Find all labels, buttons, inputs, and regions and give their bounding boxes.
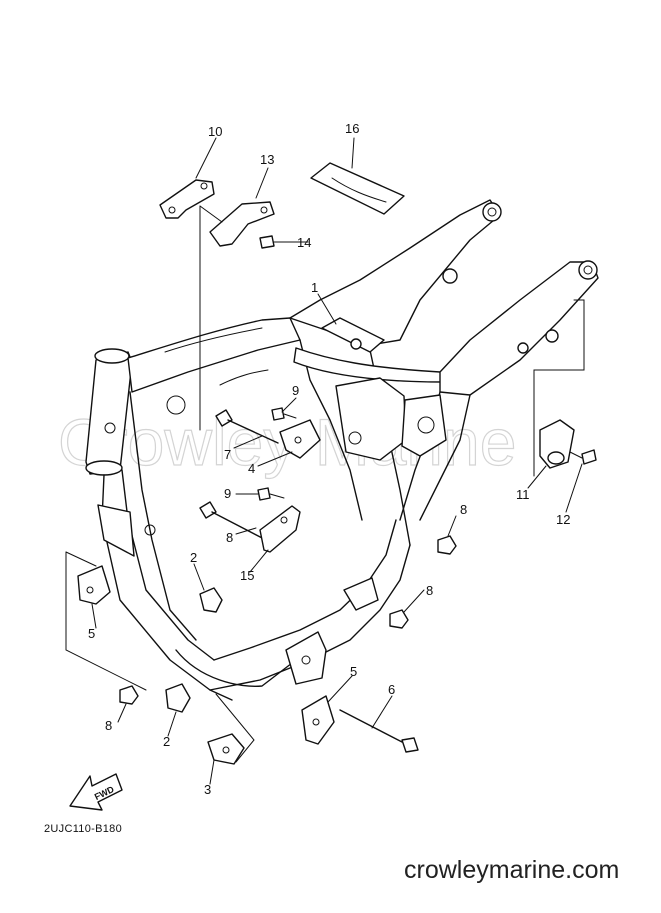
cradle-bracket: [343, 577, 379, 611]
front-gusset: [97, 504, 135, 557]
front-boss: [166, 395, 186, 415]
part-3-clamp: [207, 733, 245, 765]
callout-7-lower: 8: [226, 530, 233, 545]
part-13-bracket: [209, 201, 275, 247]
rear-down-strut-2: [419, 394, 471, 521]
part-10-bracket: [159, 179, 215, 219]
callout-14: 14: [297, 235, 311, 250]
part-15-bracket: [259, 505, 301, 553]
upper-rail-eye-hole: [487, 207, 497, 217]
gusset-hole: [144, 524, 156, 536]
backbone-slot: [219, 369, 269, 386]
callout-15: 15: [240, 568, 254, 583]
seat-rail-eye: [578, 260, 598, 280]
part-16-pad: [310, 162, 405, 215]
part-14-bolt: [259, 235, 295, 249]
part-8-nut-a: [437, 535, 457, 555]
callout-6: 6: [388, 682, 395, 697]
callout-8-b: 8: [426, 583, 433, 598]
part-6-bolt: [339, 709, 419, 753]
part-7-bolt-lower: [199, 501, 267, 541]
part-2-clamp-upper: [199, 587, 223, 613]
rail-boss: [442, 268, 458, 284]
part-7-bolt-upper: [215, 409, 279, 444]
callouts: 10 13 16 14 1 9 7 4 9 8 15 2 8 8 8 5 5 6…: [88, 121, 570, 797]
pivot-plate-rear: [401, 394, 447, 457]
part-9-bolt-upper: [271, 407, 297, 421]
seat-rail: [439, 261, 599, 396]
upper-rear-rail: [289, 199, 501, 346]
lower-cradle-inner: [213, 519, 397, 661]
part-4-bracket: [279, 419, 321, 459]
pivot-hole: [417, 416, 435, 434]
callout-1: 1: [311, 280, 318, 295]
callout-2-lower: 2: [163, 734, 170, 749]
callout-5-left: 5: [88, 626, 95, 641]
lower-cradle-outer: [209, 544, 411, 691]
part-9-bolt-lower: [257, 487, 285, 501]
right-downtube: [129, 391, 197, 641]
callout-5-right: 5: [350, 664, 357, 679]
site-label: crowleymarine.com: [404, 856, 620, 884]
callout-8-a: 8: [460, 502, 467, 517]
callout-2-upper: 2: [190, 550, 197, 565]
rail-boss-3: [517, 342, 529, 354]
part-2-clamp-lower: [165, 683, 191, 713]
callout-12: 12: [556, 512, 570, 527]
head-tube-top: [94, 348, 130, 364]
part-12-bolt: [569, 449, 597, 465]
callout-11: 11: [516, 487, 530, 502]
part-5-plate-left: [77, 565, 111, 605]
part-8-nut-c: [119, 685, 139, 705]
leader-lines: [65, 137, 585, 785]
diagram-code: 2UJC110-B180: [44, 823, 122, 835]
lower-mount-hole: [301, 655, 311, 665]
callout-9-lower: 9: [224, 486, 231, 501]
head-tube-bottom: [85, 460, 123, 476]
callout-3: 3: [204, 782, 211, 797]
seat-rail-eye-hole: [583, 265, 593, 275]
callout-8-c: 8: [105, 718, 112, 733]
left-downtube-inner: [121, 469, 215, 661]
cradle-crossmember: [175, 649, 297, 687]
main-frame: [85, 199, 599, 701]
crossbar: [293, 347, 446, 383]
backbone-highlight: [164, 327, 263, 353]
fwd-arrow: FWD: [69, 773, 123, 811]
rail-boss-2: [545, 329, 559, 343]
part-11-mount: [539, 419, 575, 469]
callout-16: 16: [345, 121, 359, 136]
upper-rail-eye: [482, 202, 502, 222]
part-8-nut-b: [389, 609, 409, 629]
lower-mount-plate: [285, 631, 327, 685]
callout-10: 10: [208, 124, 222, 139]
callout-7-upper: 7: [224, 447, 231, 462]
part-5-plate-right: [301, 695, 335, 745]
frame-backbone: [127, 317, 301, 393]
callout-9-upper: 9: [292, 383, 299, 398]
engine-mount-hole: [348, 431, 362, 445]
callout-13: 13: [260, 152, 274, 167]
head-tube-hole: [104, 422, 116, 434]
pivot-plate: [335, 377, 407, 461]
callout-4: 4: [248, 461, 255, 476]
